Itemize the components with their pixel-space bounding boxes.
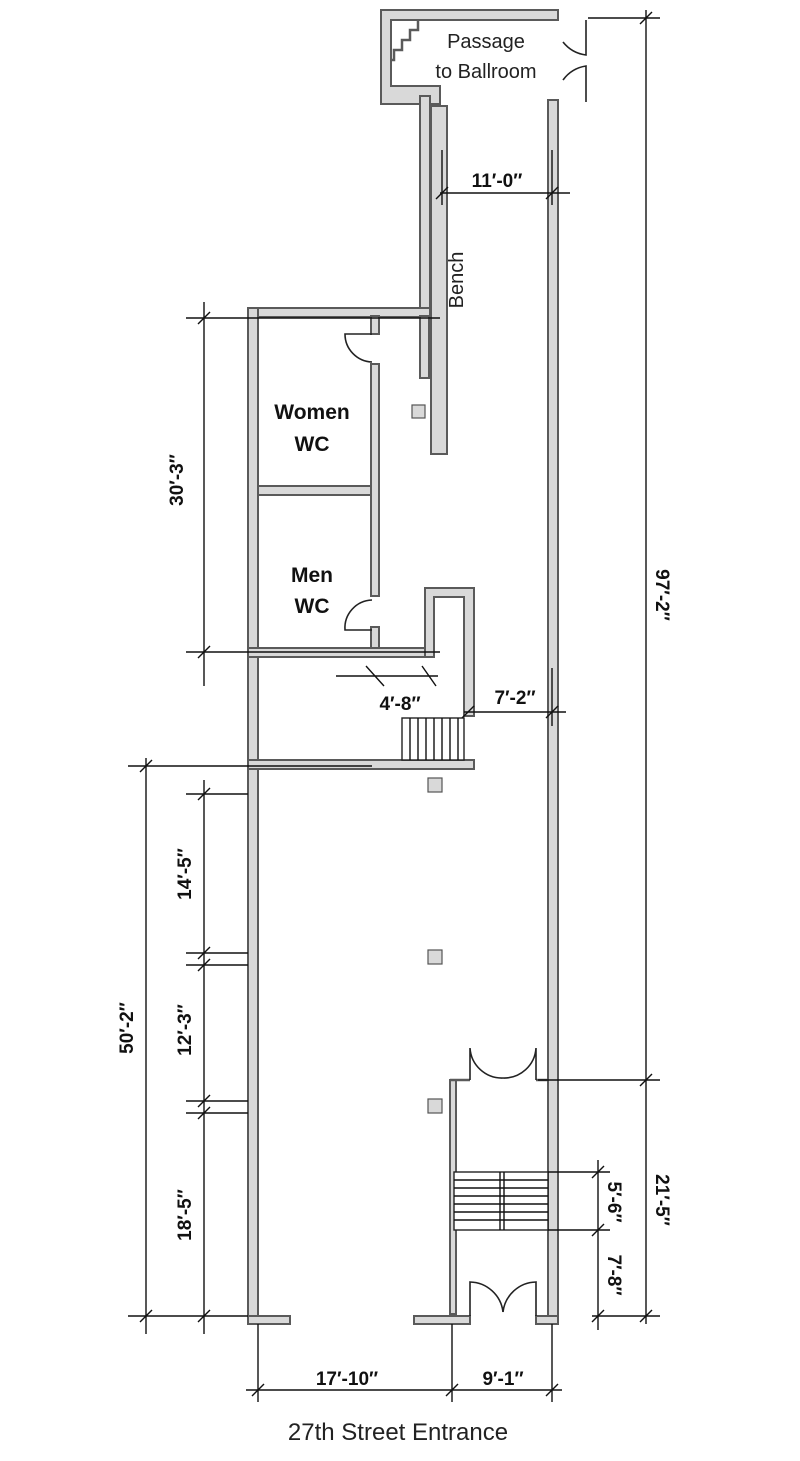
bench-label: Bench	[446, 252, 468, 309]
front-wall-right	[535, 1315, 559, 1325]
dim-overall-label: 97′-2″	[651, 569, 672, 621]
passage-steps	[391, 20, 420, 62]
column	[427, 777, 443, 793]
wc-top-wall	[247, 307, 431, 318]
dim-front-depth	[128, 758, 372, 1334]
dim-bay3-label: 18′-5″	[175, 1189, 196, 1241]
corridor-wall	[419, 95, 431, 311]
men-wc-label-1: Men	[291, 564, 333, 587]
dim-front-widths	[246, 1324, 562, 1402]
passage-wall	[380, 9, 559, 105]
passage-double-door	[562, 20, 587, 102]
passage-label-1: Passage	[447, 31, 525, 53]
front-wall-mid	[413, 1315, 471, 1325]
dim-vestibule-front-label: 7′-8″	[603, 1254, 624, 1295]
dim-bays	[186, 780, 248, 1334]
dim-front-depth-label: 50′-2″	[117, 1002, 138, 1054]
entrance-double-door	[469, 1281, 537, 1316]
inner-double-door	[469, 1047, 537, 1080]
dim-vestibule-parts	[548, 1160, 610, 1330]
dim-front-left-label: 17′-10″	[316, 1369, 378, 1390]
women-wc-label-2: WC	[295, 433, 330, 456]
dim-wc-door	[336, 665, 438, 687]
dim-overall	[538, 10, 660, 1324]
left-wall	[247, 307, 259, 1325]
passage-label-2: to Ballroom	[435, 61, 536, 83]
dim-bay1-label: 14′-5″	[175, 848, 196, 900]
men-wc-label-2: WC	[295, 595, 330, 618]
stair-bottom-wall	[247, 759, 475, 770]
rear-stairs	[401, 717, 465, 761]
front-wall-left	[247, 1315, 291, 1325]
dim-vestibule-depth-label: 21′-5″	[651, 1174, 672, 1226]
column	[411, 404, 426, 419]
women-door	[344, 333, 373, 363]
dim-passage-width	[435, 150, 570, 205]
dim-wc-door-label: 4′-8″	[379, 694, 420, 715]
dim-corridor-width-label: 7′-2″	[494, 688, 535, 709]
stair-enclosure	[424, 587, 475, 717]
dim-passage-width-label: 11′-0″	[472, 171, 523, 192]
column	[427, 1098, 443, 1114]
bench	[430, 105, 448, 455]
dim-front-right-label: 9′-1″	[482, 1369, 523, 1390]
front-stairs	[453, 1171, 549, 1231]
column	[427, 949, 443, 965]
dim-wc-depth	[186, 302, 440, 686]
wc-divider	[257, 485, 372, 496]
wc-partition-top	[370, 315, 380, 335]
wc-partition	[370, 363, 380, 597]
men-door	[344, 599, 373, 631]
dim-bay2-label: 12′-3″	[175, 1004, 196, 1056]
dim-stair-depth-label: 5′-6″	[603, 1181, 624, 1222]
dim-corridor-width	[461, 668, 566, 726]
inner-wall	[419, 315, 430, 379]
wc-partition-bottom	[370, 626, 380, 650]
entrance-label: 27th Street Entrance	[288, 1419, 508, 1446]
dim-wc-depth-label: 30′-3″	[167, 454, 188, 506]
women-wc-label-1: Women	[274, 401, 349, 424]
